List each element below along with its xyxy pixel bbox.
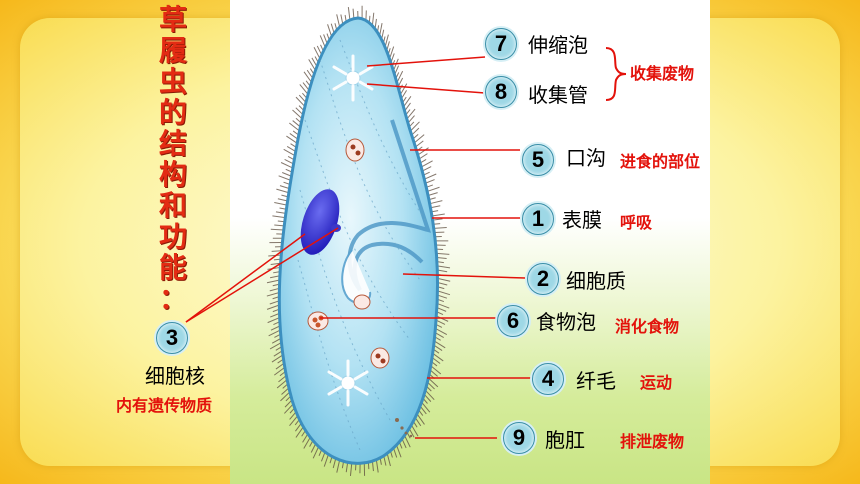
paramecium-body	[277, 16, 439, 465]
title-char: 虫	[158, 65, 187, 98]
label-contractile-vacuole: 伸缩泡	[528, 33, 588, 57]
function-oral-groove: 进食的部位	[620, 152, 701, 171]
brace	[605, 47, 627, 101]
oral-groove	[347, 119, 432, 292]
function-anal-pore: 排泄废物	[620, 432, 685, 451]
function-food-vacuole: 消化食物	[615, 317, 680, 336]
title-char: 履	[158, 34, 187, 67]
pointer-lines	[185, 56, 532, 439]
contractile-vacuole-bottom	[327, 359, 369, 407]
contractile-vacuole-top	[332, 54, 374, 102]
brace-function-text: 收集废物	[630, 64, 695, 83]
function-cilia: 运动	[640, 373, 673, 392]
surface-dots	[297, 39, 426, 451]
badge-part-2: 2	[527, 263, 559, 295]
nucleus	[300, 189, 340, 255]
title-char: 的	[158, 96, 187, 129]
label-pellicle: 表膜	[562, 208, 602, 232]
title-char: 和	[158, 189, 187, 222]
title-char: 草	[158, 3, 187, 36]
label-oral-groove: 口沟	[566, 146, 606, 170]
title-char: 功	[158, 220, 187, 253]
title-char: 结	[158, 127, 187, 160]
title-char: ：	[158, 282, 187, 315]
label-cilia: 纤毛	[576, 369, 616, 393]
function-pellicle: 呼吸	[620, 213, 653, 232]
label-collecting-canal: 收集管	[528, 83, 588, 107]
label-cytoplasm: 细胞质	[566, 269, 626, 293]
badge-part-6: 6	[497, 305, 529, 337]
anal-pore-droplets	[395, 418, 413, 438]
title-char: 构	[158, 158, 187, 191]
function-nucleus: 内有遗传物质	[116, 396, 213, 415]
label-anal-pore: 胞肛	[545, 428, 585, 452]
badge-part-3: 3	[156, 322, 188, 354]
label-nucleus: 细胞核	[145, 364, 205, 388]
badge-part-7: 7	[485, 28, 517, 60]
badge-part-4: 4	[532, 363, 564, 395]
badge-part-5: 5	[522, 144, 554, 176]
badge-part-8: 8	[485, 76, 517, 108]
badge-part-9: 9	[503, 422, 535, 454]
title-char: 能	[158, 251, 187, 284]
label-food-vacuole: 食物泡	[536, 310, 596, 334]
badge-part-1: 1	[522, 203, 554, 235]
food-vacuoles	[307, 138, 390, 369]
vertical-title: 草履虫的结构和功能：	[155, 4, 191, 314]
